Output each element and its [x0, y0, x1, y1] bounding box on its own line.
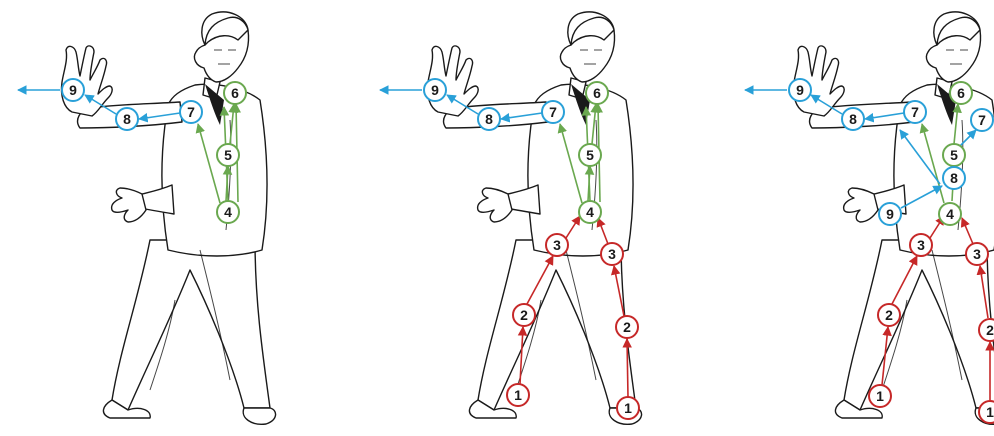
node-label: 8 — [123, 111, 131, 127]
node-label: 2 — [885, 307, 893, 323]
node-label: 9 — [431, 82, 439, 98]
node-label: 3 — [973, 246, 981, 262]
node-circle: 5 — [943, 144, 965, 166]
node-label: 5 — [224, 147, 232, 163]
node-circle: 8 — [842, 108, 864, 130]
node-circle: 3 — [966, 243, 988, 265]
node-circle: 4 — [579, 201, 601, 223]
node-label: 7 — [549, 104, 557, 120]
node-circle: 5 — [217, 144, 239, 166]
node-circle: 3 — [546, 234, 568, 256]
node-circle: 2 — [616, 316, 638, 338]
node-circle: 3 — [910, 234, 932, 256]
node-circle: 9 — [62, 79, 84, 101]
node-circle: 8 — [478, 108, 500, 130]
red-flow-arrow — [627, 339, 628, 397]
node-circle: 3 — [601, 243, 623, 265]
node-label: 9 — [886, 206, 894, 222]
node-circle: 6 — [950, 82, 972, 104]
node-circle: 6 — [224, 82, 246, 104]
node-circle: 2 — [513, 304, 535, 326]
node-circle: 1 — [979, 401, 994, 423]
node-label: 4 — [224, 204, 232, 220]
node-circle: 2 — [979, 319, 994, 341]
node-label: 2 — [986, 322, 994, 338]
node-circle: 4 — [217, 201, 239, 223]
node-label: 5 — [950, 147, 958, 163]
node-label: 4 — [586, 204, 594, 220]
node-label: 7 — [978, 112, 986, 128]
node-label: 1 — [986, 404, 994, 420]
node-label: 1 — [514, 387, 522, 403]
node-label: 6 — [231, 85, 239, 101]
tai-chi-figure-2 — [427, 12, 641, 424]
node-circle: 1 — [507, 384, 529, 406]
node-circle: 5 — [579, 144, 601, 166]
node-label: 6 — [957, 85, 965, 101]
node-label: 5 — [586, 147, 594, 163]
node-circle: 4 — [939, 203, 961, 225]
tai-chi-figure-1 — [61, 12, 275, 424]
node-circle: 6 — [586, 82, 608, 104]
node-label: 9 — [796, 82, 804, 98]
node-circle: 7 — [971, 109, 993, 131]
node-label: 9 — [69, 82, 77, 98]
node-label: 8 — [849, 111, 857, 127]
node-circle: 1 — [869, 385, 891, 407]
node-circle: 9 — [424, 79, 446, 101]
node-circle: 8 — [943, 167, 965, 189]
node-label: 3 — [553, 237, 561, 253]
node-label: 8 — [485, 111, 493, 127]
node-circle: 7 — [542, 101, 564, 123]
node-circle: 1 — [617, 397, 639, 419]
node-label: 7 — [187, 104, 195, 120]
node-label: 1 — [624, 400, 632, 416]
node-label: 2 — [623, 319, 631, 335]
node-circle: 7 — [904, 101, 926, 123]
node-label: 4 — [946, 206, 954, 222]
node-label: 3 — [917, 237, 925, 253]
node-label: 3 — [608, 246, 616, 262]
node-circle: 9 — [789, 79, 811, 101]
node-label: 8 — [950, 170, 958, 186]
node-label: 7 — [911, 104, 919, 120]
node-label: 6 — [593, 85, 601, 101]
node-circle: 8 — [116, 108, 138, 130]
node-label: 2 — [520, 307, 528, 323]
node-circle: 2 — [878, 304, 900, 326]
node-circle: 7 — [180, 101, 202, 123]
node-circle: 9 — [879, 203, 901, 225]
node-label: 1 — [876, 388, 884, 404]
